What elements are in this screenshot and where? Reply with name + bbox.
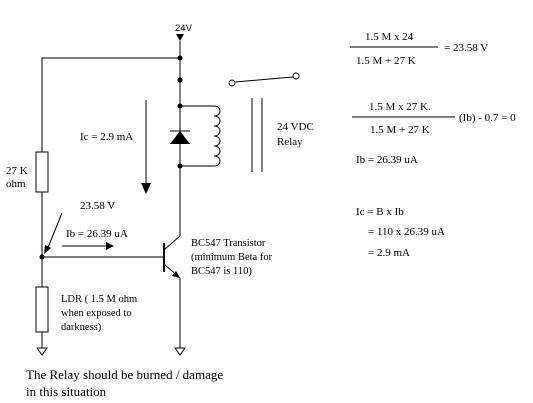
ic-arrow [141, 183, 151, 194]
ic-step: = 110 x 26.39 uA [368, 226, 445, 238]
eq1-result: = 23.58 V [444, 42, 488, 54]
relay-switch [234, 76, 294, 83]
eq2-tail: (Ib) - 0.7 = 0 [459, 112, 516, 124]
node-voltage-label: 23.58 V [80, 200, 115, 212]
ground-symbol-ldr [36, 347, 48, 356]
note-line-2: in this situation [26, 384, 107, 399]
ib-result: Ib = 26.39 uA [356, 154, 418, 166]
relay-label-line-1: 24 VDC [277, 121, 314, 133]
supply-rail: 24V [42, 23, 193, 61]
supply-terminal-arrow [176, 34, 184, 41]
relay-contact-right [292, 72, 300, 80]
eq1-denominator: 1.5 M + 27 K [356, 55, 416, 67]
eq1-numerator: 1.5 M x 24 [365, 31, 414, 43]
ic-formula: Ic = B x Ib [356, 206, 404, 218]
ldr-label-line-3: darkness) [61, 322, 102, 333]
relay-branch [163, 58, 300, 356]
resistor-label-1: 27 K [6, 165, 28, 177]
ic-result: = 2.9 mA [368, 247, 410, 259]
note: The Relay should be burned / damage in t… [26, 367, 223, 399]
equations: 1.5 M x 24 1.5 M + 27 K = 23.58 V 1.5 M … [350, 31, 516, 259]
transistor-label-line-2: (minimum Beta for [191, 252, 273, 263]
eq2-denominator: 1.5 M + 27 K [370, 124, 430, 136]
eq2-numerator: 1.5 M x 27 K. [369, 101, 431, 113]
ldr-label-line-1: LDR ( 1.5 M ohm [61, 294, 137, 305]
annotation-arrows [44, 100, 151, 254]
supply-label: 24V [175, 23, 193, 34]
divider-branch [35, 58, 164, 356]
ldr [35, 286, 49, 333]
resistor-label-2: ohm [6, 178, 26, 190]
ib-arrow [106, 242, 114, 250]
circuit-labels: 27 K ohm 23.58 V Ib = 26.39 uA Ic = 2.9 … [6, 121, 314, 333]
transistor-label-line-3: BC547 is 110) [191, 266, 252, 277]
ic-label: Ic = 2.9 mA [80, 131, 133, 143]
ib-label: Ib = 26.39 uA [66, 228, 128, 240]
resistor-27k [35, 151, 49, 193]
transistor-label-line-1: BC547 Transistor [191, 238, 266, 249]
relay-contact-left [228, 79, 236, 87]
ldr-label-line-2: when exposed to [61, 308, 132, 319]
note-line-1: The Relay should be burned / damage [26, 367, 223, 382]
relay-label-line-2: Relay [277, 136, 303, 148]
flyback-diode [170, 131, 190, 144]
ground-symbol-emitter [174, 347, 186, 356]
transistor-collector [163, 235, 181, 251]
relay-coil [213, 105, 221, 167]
